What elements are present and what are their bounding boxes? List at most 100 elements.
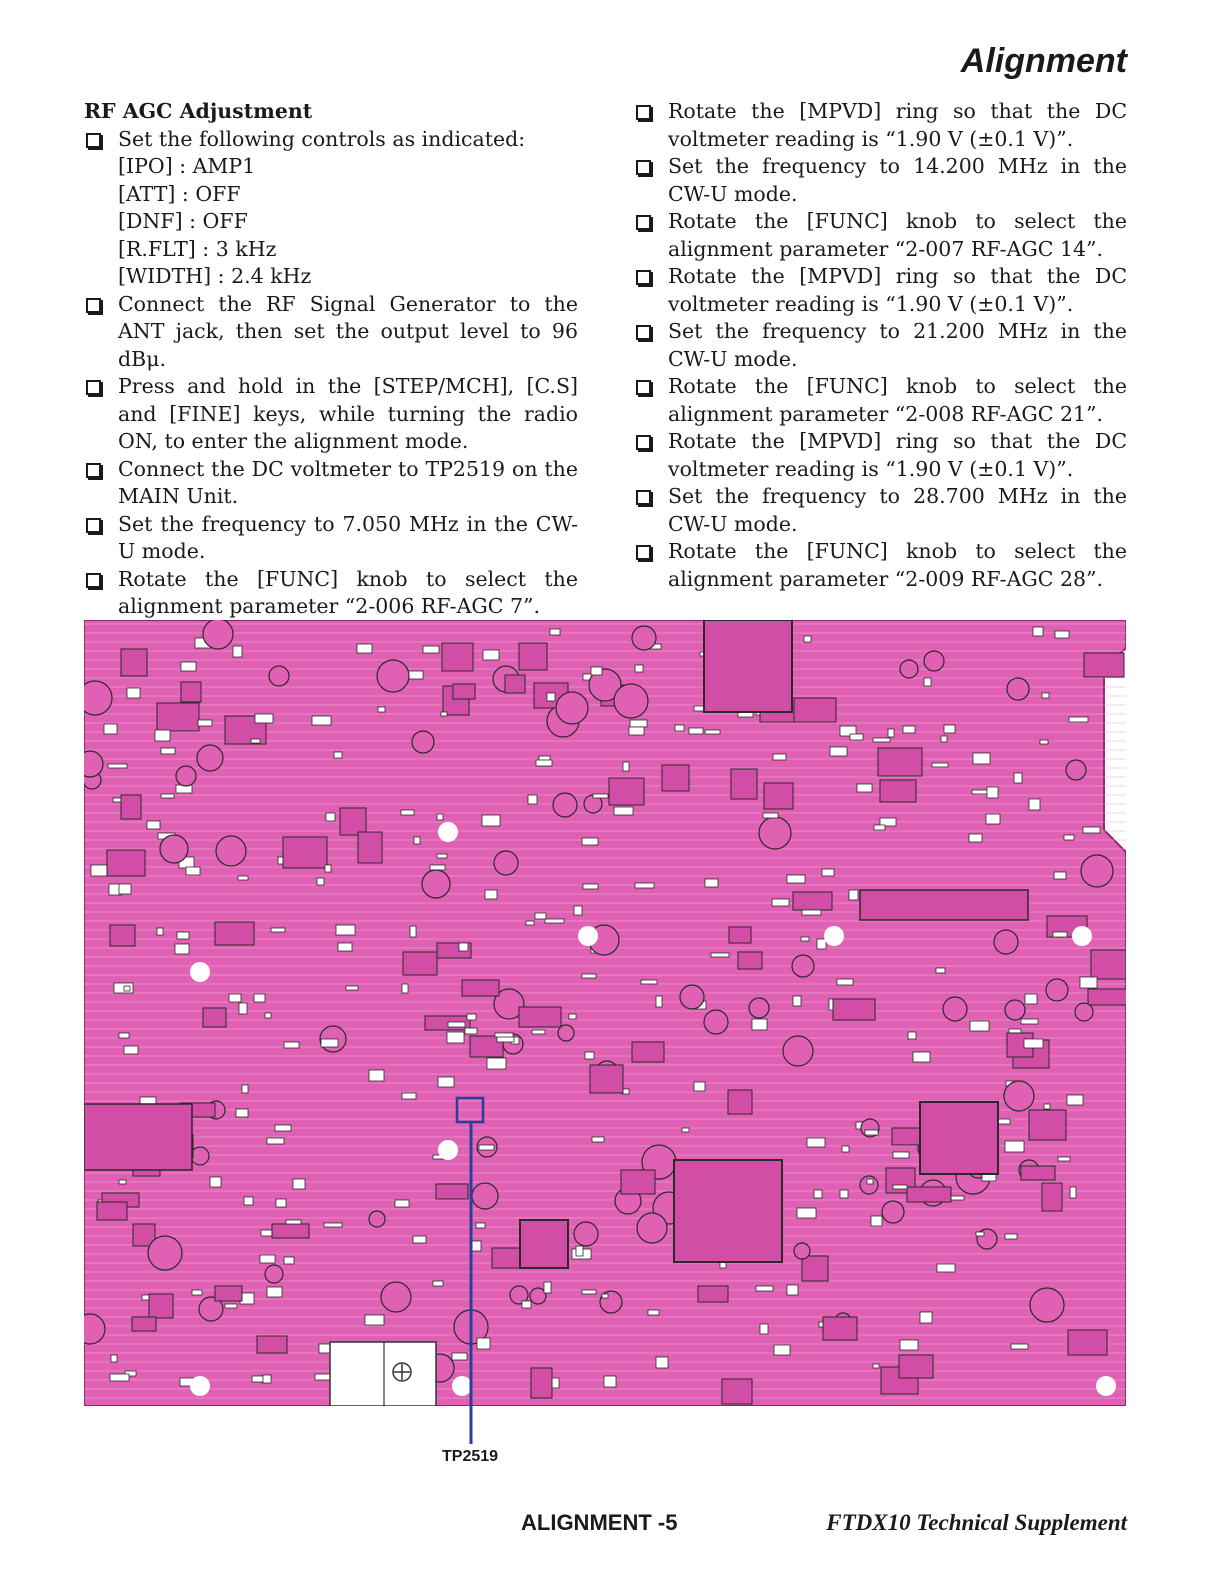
capacitor-component <box>748 997 770 1019</box>
checkbox-icon <box>86 517 101 533</box>
control-setting: [WIDTH] : 2.4 kHz <box>118 264 312 288</box>
smd-component <box>1041 692 1050 699</box>
smd-component <box>123 1045 139 1055</box>
smd-component <box>1063 834 1075 841</box>
smd-component <box>209 1176 222 1188</box>
ic-component <box>180 681 202 703</box>
capacitor-component <box>1080 854 1114 888</box>
smd-component <box>849 733 864 741</box>
ic-component <box>898 1354 934 1379</box>
smd-component <box>422 645 440 654</box>
smd-component <box>704 729 721 735</box>
shield-can <box>84 1103 193 1171</box>
smd-component <box>228 993 242 1003</box>
step-item: Rotate the [FUNC] knob to select the ali… <box>84 566 578 621</box>
capacitor-component <box>573 1221 599 1247</box>
smd-component <box>531 1029 546 1035</box>
smd-component <box>154 729 171 742</box>
step-text: Rotate the [FUNC] knob to select the ali… <box>668 209 1127 261</box>
smd-component <box>786 874 806 884</box>
smd-component <box>274 1124 292 1132</box>
smd-component <box>521 1300 532 1309</box>
capacitor-component <box>509 1285 529 1305</box>
smd-component <box>191 1289 203 1296</box>
step-item: Rotate the [FUNC] knob to select the ali… <box>634 208 1127 263</box>
smd-component <box>525 920 535 926</box>
ic-component <box>452 683 476 700</box>
smd-component <box>311 715 332 726</box>
ic-component <box>737 951 763 970</box>
connector-screw-icon <box>392 1362 412 1382</box>
smd-component <box>1066 1094 1084 1106</box>
smd-component <box>1057 1156 1071 1162</box>
ic-component <box>96 1201 128 1221</box>
smd-component <box>923 677 932 687</box>
smd-component <box>285 1219 302 1225</box>
smd-component <box>325 812 336 822</box>
smd-component <box>613 806 634 816</box>
smd-component <box>316 877 325 886</box>
smd-component <box>1024 993 1038 1005</box>
smd-component <box>772 753 787 761</box>
smd-component <box>940 735 948 743</box>
ic-component <box>214 921 255 946</box>
smd-component <box>292 1178 306 1190</box>
ic-component <box>461 979 500 997</box>
ic-component <box>1041 1182 1063 1212</box>
capacitor-component <box>380 1281 412 1313</box>
smd-component <box>432 1280 444 1287</box>
smd-component <box>243 1196 254 1206</box>
ic-component <box>793 697 837 723</box>
smd-component <box>458 942 469 952</box>
smd-component <box>174 943 190 955</box>
smd-component <box>266 1286 283 1298</box>
smd-component <box>986 786 999 799</box>
smd-component <box>113 982 134 994</box>
checkbox-icon <box>86 132 101 148</box>
smd-component <box>466 1013 477 1021</box>
smd-component <box>324 864 332 873</box>
smd-component <box>1069 1186 1077 1199</box>
control-setting: [IPO] : AMP1 <box>118 154 256 178</box>
step-item: Rotate the [FUNC] knob to select the ali… <box>634 538 1127 593</box>
smd-component <box>335 924 356 936</box>
ic-component <box>131 1316 157 1332</box>
smd-component <box>1013 772 1023 784</box>
capacitor-component <box>215 835 247 867</box>
ic-component <box>148 1293 174 1319</box>
checkbox-icon <box>636 270 651 285</box>
smd-component <box>972 752 991 765</box>
step-text: Rotate the [FUNC] knob to select the ali… <box>668 374 1127 426</box>
capacitor-component <box>1006 677 1030 701</box>
smd-component <box>856 783 873 793</box>
smd-component <box>581 1289 597 1295</box>
ic-component <box>402 951 438 976</box>
ic-component <box>801 1255 829 1282</box>
step-item: Set the frequency to 28.700 MHz in the C… <box>634 483 1127 538</box>
ic-component <box>1090 949 1126 980</box>
smd-component <box>1039 739 1049 745</box>
smd-component <box>873 824 886 831</box>
ic-component <box>339 807 367 836</box>
checkbox-icon <box>636 490 651 505</box>
ic-component <box>518 1006 562 1028</box>
dsp-ic <box>919 1101 999 1175</box>
smd-component <box>603 1375 617 1388</box>
ic-component <box>530 1367 553 1399</box>
checkbox-icon <box>636 380 651 395</box>
smd-component <box>592 793 609 799</box>
smd-component <box>655 995 663 1008</box>
smd-component <box>1004 1233 1018 1240</box>
mounting-hole <box>190 962 210 982</box>
ic-component <box>504 674 526 694</box>
smd-component <box>126 687 141 699</box>
checkbox-icon <box>636 545 651 560</box>
smd-component <box>792 995 802 1007</box>
smd-component <box>582 883 599 890</box>
smd-component <box>1043 1103 1051 1110</box>
smd-component <box>584 1051 595 1060</box>
smd-component <box>640 979 658 985</box>
capacitor-component <box>196 744 224 772</box>
smd-component <box>475 1222 486 1229</box>
capacitor-component <box>411 730 435 754</box>
